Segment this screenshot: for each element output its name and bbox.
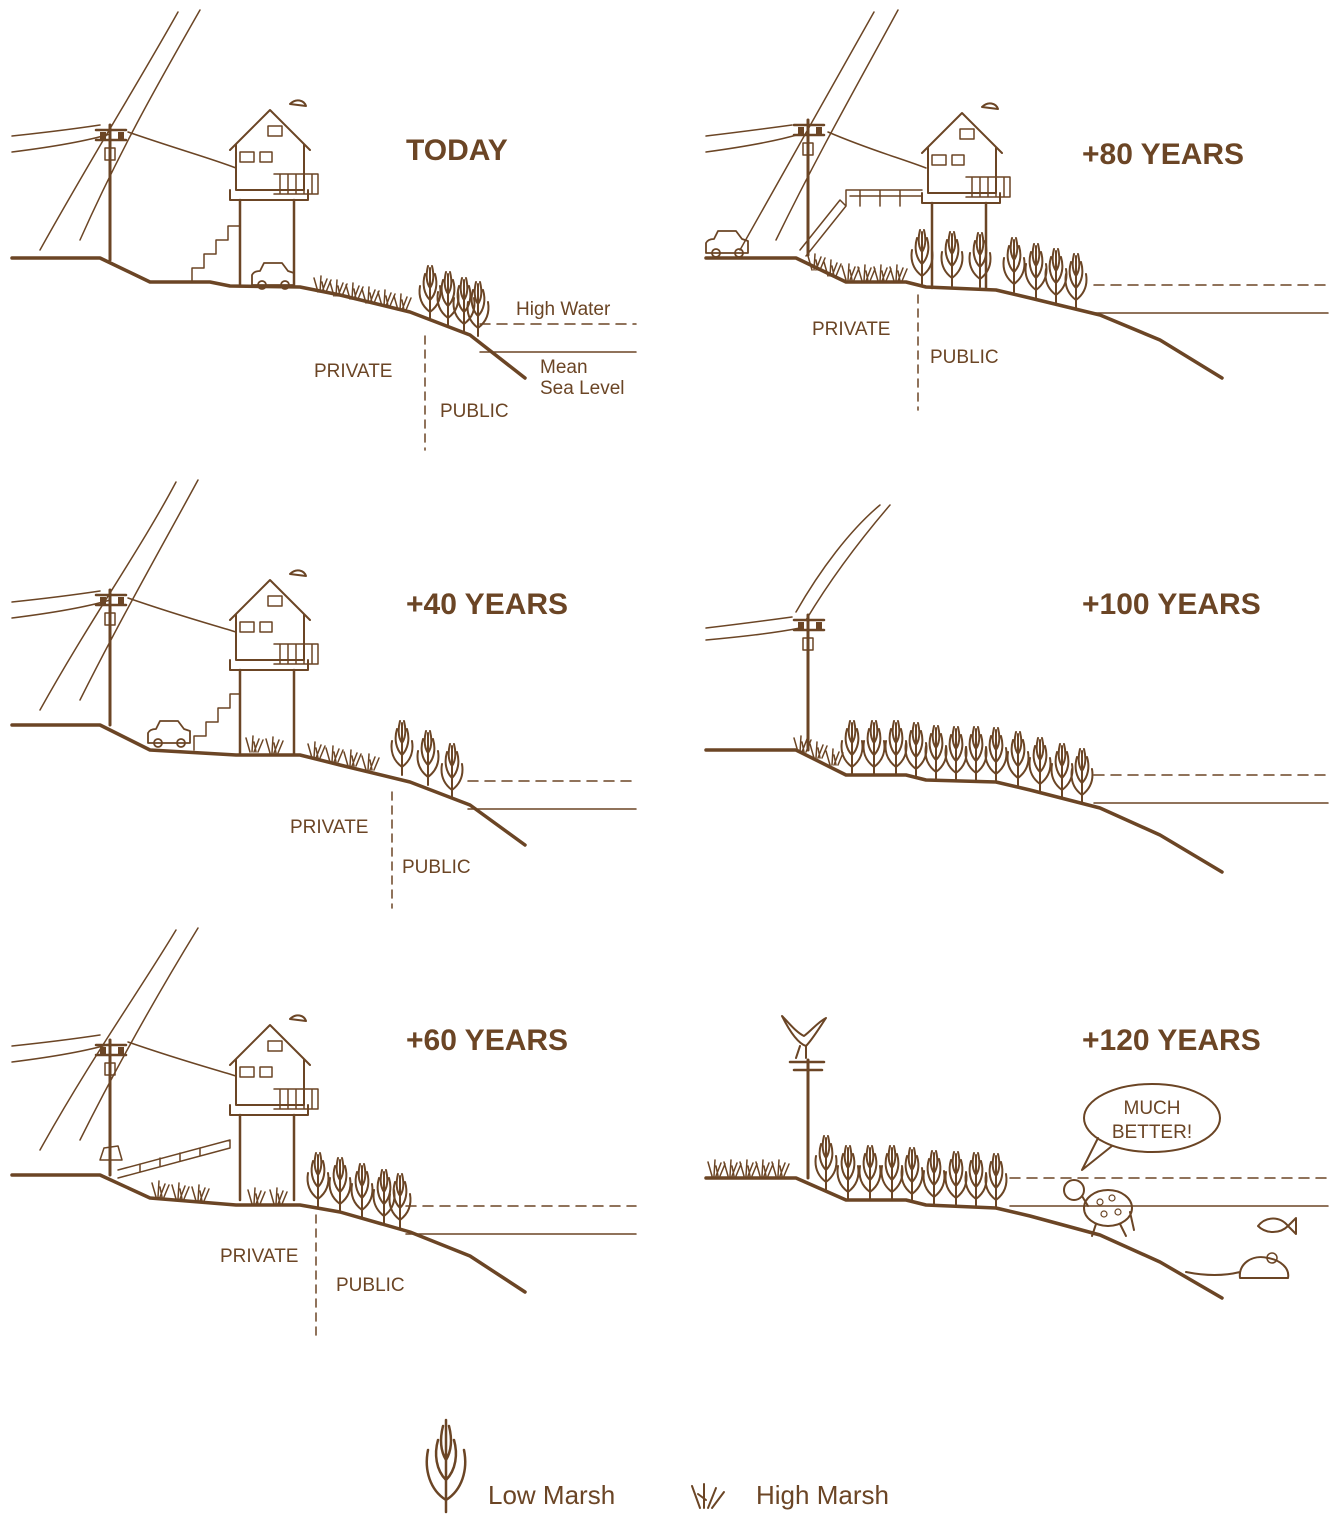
high-marsh-group [245,735,380,771]
legend: Low Marsh High Marsh [425,1418,889,1514]
public-label: PUBLIC [336,1275,405,1296]
private-label: PRIVATE [314,361,392,382]
panel-100-years: +100 YEARS [704,504,1329,874]
low-marsh-group [418,265,490,337]
high-marsh-label: High Marsh [756,1480,889,1510]
low-marsh-icon [425,1418,467,1514]
panel-60-years: +60 YEARS PRIVATE PUBLIC [10,927,637,1336]
low-marsh-group [390,720,464,799]
panel-title: +100 YEARS [1082,588,1261,621]
panel-120-years: MUCH BETTER! +120 YEARS [704,1015,1329,1300]
private-label: PRIVATE [290,817,368,838]
panel-title: +120 YEARS [1082,1024,1261,1057]
mean-sea-level-label-1: Mean [540,357,588,378]
mean-sea-level-label-2: Sea Level [540,378,625,399]
high-water-label: High Water [516,299,611,320]
turtle-icon [1063,1179,1135,1237]
panel-title: TODAY [406,134,508,167]
low-marsh-group [910,229,1088,309]
bird-icon [781,1015,827,1059]
high-marsh-group [807,253,908,282]
panel-title: +40 YEARS [406,588,568,621]
panel-40-years: +40 YEARS PRIVATE PUBLIC [10,479,637,909]
panel-title: +60 YEARS [406,1024,568,1057]
low-marsh-group [814,1135,1008,1209]
public-label: PUBLIC [402,857,471,878]
low-marsh-label: Low Marsh [488,1480,615,1510]
private-label: PRIVATE [812,319,890,340]
public-label: PUBLIC [930,347,999,368]
high-marsh-icon [691,1483,725,1509]
speech-text-2: BETTER! [1112,1122,1192,1143]
speech-text-1: MUCH [1124,1098,1181,1119]
mouse-icon [1185,1252,1290,1279]
high-marsh-group [707,1159,790,1177]
private-label: PRIVATE [220,1246,298,1267]
fish-icon [1257,1217,1297,1235]
public-label: PUBLIC [440,401,509,422]
panel-title: +80 YEARS [1082,138,1244,171]
speech-bubble: MUCH BETTER! [1081,1083,1221,1171]
panel-80-years: +80 YEARS PRIVATE PUBLIC [704,9,1329,411]
panel-today: TODAY High Water Mean Sea Level PRIVATE … [10,9,637,451]
low-marsh-group [840,720,1094,804]
